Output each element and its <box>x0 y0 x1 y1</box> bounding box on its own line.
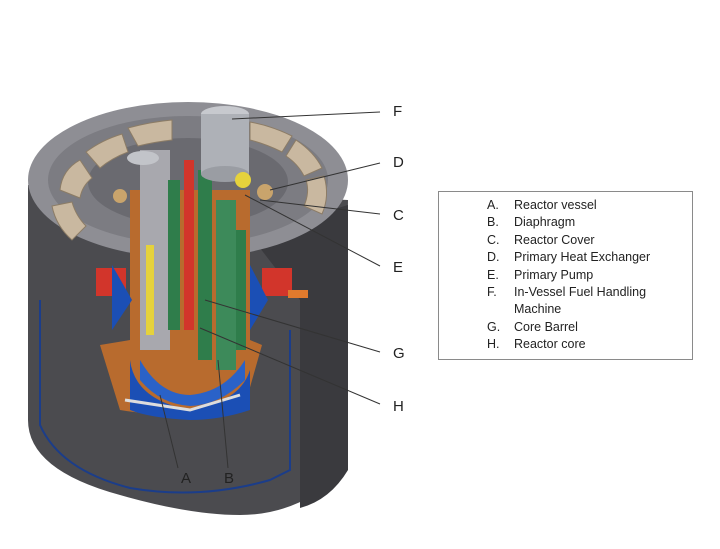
legend-key: F. <box>487 285 497 300</box>
callout-label-d: D <box>393 154 404 171</box>
ring-pads <box>51 119 328 241</box>
callout-label-b: B <box>224 470 235 487</box>
legend-key: E. <box>487 267 499 282</box>
legend-key: B. <box>487 215 499 230</box>
legend-item: D. Primary Heat Exchanger <box>439 249 692 266</box>
callout-label-f: F <box>393 103 403 120</box>
legend-text: Core Barrel <box>514 319 578 334</box>
callout-label-h: H <box>393 398 404 415</box>
callout-label-g: G <box>393 345 405 362</box>
legend-key: C. <box>487 232 500 247</box>
legend-item: F. In-Vessel Fuel Handling Machine <box>439 284 692 319</box>
legend-key: G. <box>487 319 501 334</box>
legend-box: A. Reactor vessel B. Diaphragm C. Reactor C… <box>438 191 693 360</box>
callout-label-c: C <box>393 207 404 224</box>
legend-text: Primary Heat Exchanger <box>514 250 651 265</box>
legend-text: In-Vessel Fuel Handling Machine <box>514 285 647 317</box>
legend-text: Reactor Cover <box>514 232 595 247</box>
callout-label-e: E <box>393 259 404 276</box>
legend-list: A. Reactor vessel B. Diaphragm C. Reactor C… <box>439 192 692 354</box>
legend-text: Diaphragm <box>514 215 576 230</box>
callout-label-a: A <box>181 470 192 487</box>
legend-item: B. Diaphragm <box>439 214 692 231</box>
legend-text: Primary Pump <box>514 267 594 282</box>
legend-item: A. Reactor vessel <box>439 197 692 214</box>
legend-item: G. Core Barrel <box>439 319 692 336</box>
legend-key: D. <box>487 250 500 265</box>
legend-item: C. Reactor Cover <box>439 232 692 249</box>
legend-text: Reactor core <box>514 337 586 352</box>
legend-item: H. Reactor core <box>439 336 692 353</box>
legend-text: Reactor vessel <box>514 198 597 212</box>
legend-key: H. <box>487 337 500 352</box>
leader-lines <box>159 111 381 469</box>
legend-item: E. Primary Pump <box>439 267 692 284</box>
inner-cutaway <box>96 106 308 420</box>
legend-key: A. <box>487 198 499 212</box>
